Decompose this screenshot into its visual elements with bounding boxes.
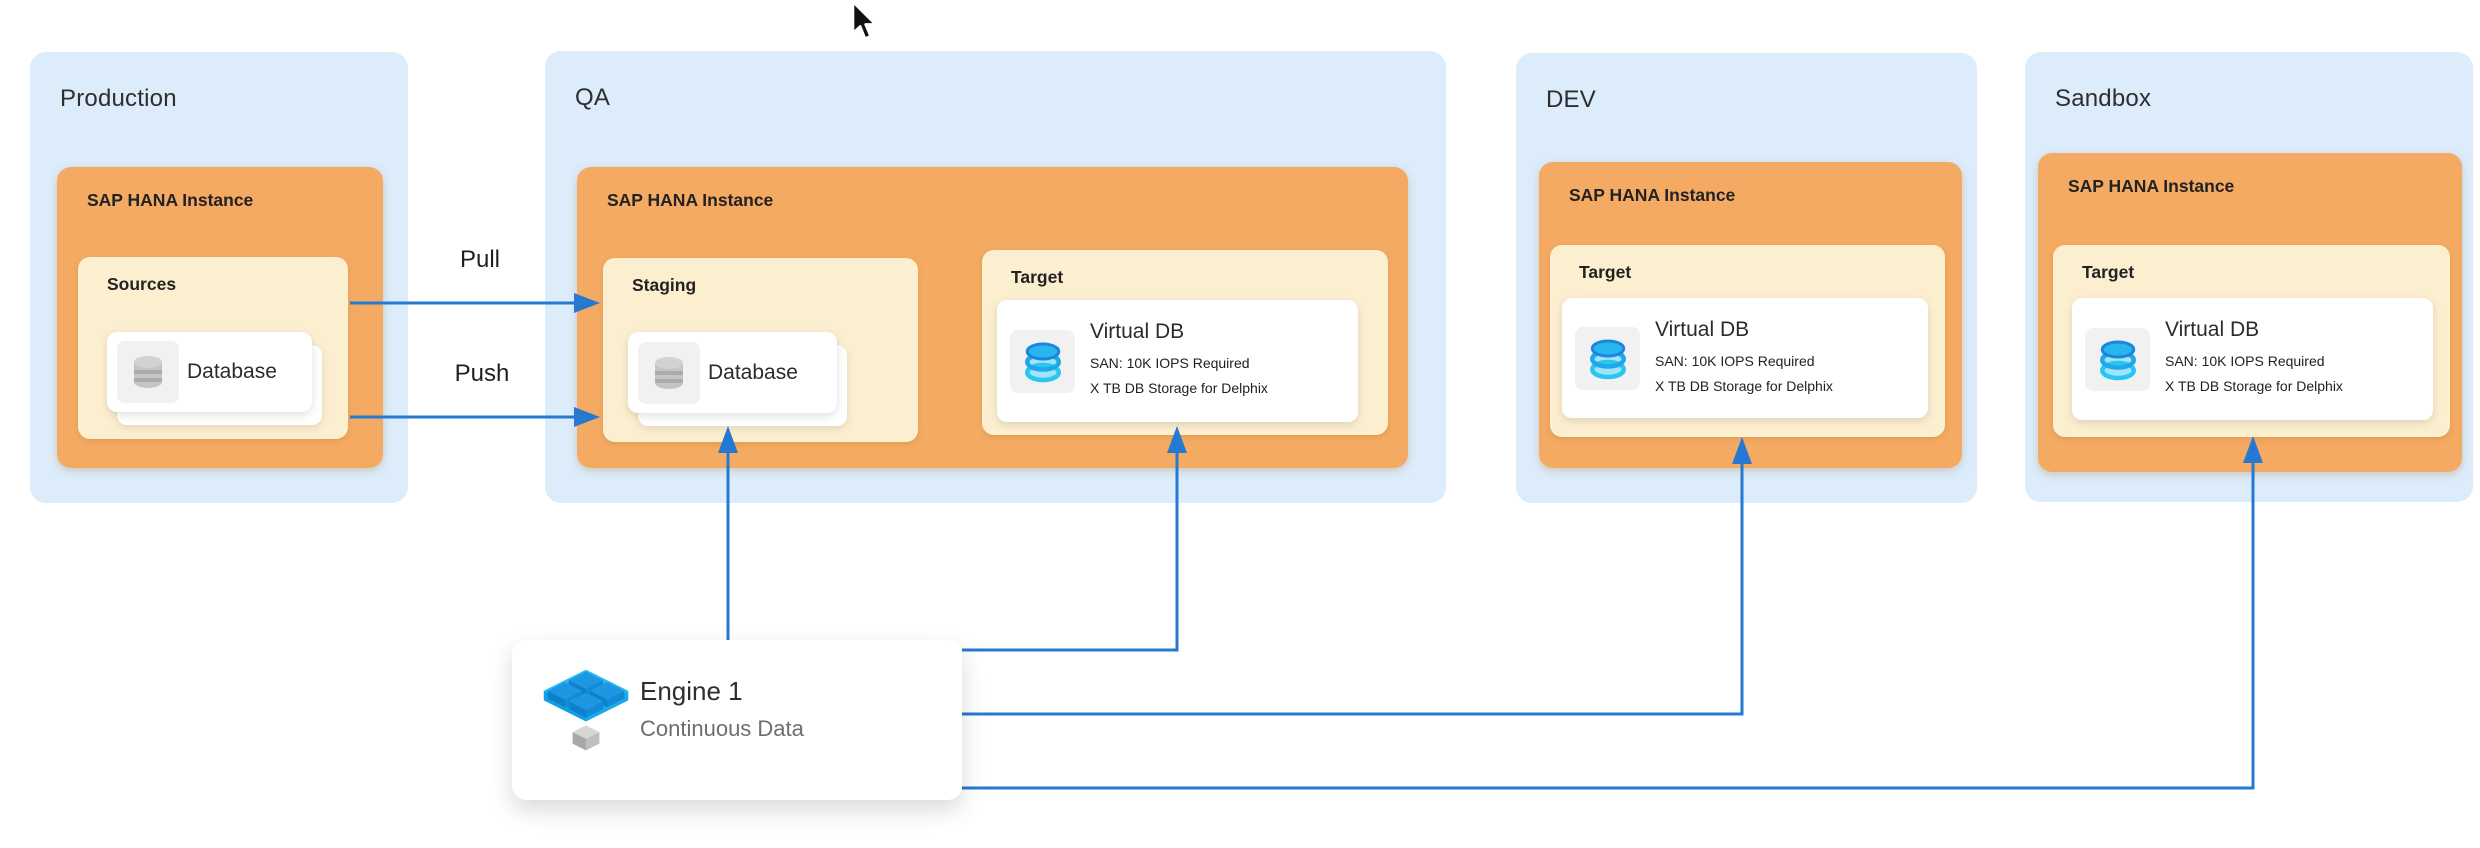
- virtual-db-icon-plate: [1575, 327, 1640, 390]
- virtual-db-detail-storage: X TB DB Storage for Delphix: [1655, 378, 1833, 394]
- delphix-engine-icon: [543, 669, 629, 751]
- database-icon: [134, 356, 162, 388]
- virtual-db-card: Virtual DB SAN: 10K IOPS Required X TB D…: [1562, 298, 1928, 418]
- virtual-db-card: Virtual DB SAN: 10K IOPS Required X TB D…: [997, 300, 1358, 422]
- database-icon-plate: [638, 342, 700, 404]
- virtual-db-icon: [2099, 340, 2136, 380]
- virtual-db-icon-plate: [1010, 330, 1075, 393]
- sap-hana-instance-label: SAP HANA Instance: [607, 190, 774, 210]
- environment-panel-dev: DEV SAP HANA Instance Target Virtual DB: [1516, 53, 1977, 503]
- virtual-db-icon: [1024, 342, 1061, 382]
- database-icon: [655, 357, 683, 389]
- engine-title: Engine 1: [640, 676, 743, 706]
- virtual-db-icon-plate: [2085, 328, 2150, 391]
- virtual-db-detail-san: SAN: 10K IOPS Required: [1090, 355, 1250, 371]
- engine-card: Engine 1 Continuous Data: [512, 640, 962, 800]
- database-icon-plate: [117, 341, 179, 403]
- environment-label: QA: [575, 84, 611, 111]
- zone-label: Target: [1579, 262, 1632, 282]
- virtual-db-card: Virtual DB SAN: 10K IOPS Required X TB D…: [2072, 298, 2433, 420]
- database-card-title: Database: [708, 360, 798, 384]
- environment-label: Sandbox: [2055, 85, 2152, 112]
- virtual-db-icon: [1589, 339, 1626, 379]
- engine-subtitle: Continuous Data: [640, 716, 804, 741]
- sap-hana-instance-box: SAP HANA Instance Staging Database: [577, 167, 1408, 468]
- virtual-db-detail-san: SAN: 10K IOPS Required: [2165, 353, 2325, 369]
- sap-hana-instance-label: SAP HANA Instance: [1569, 185, 1736, 205]
- sap-hana-instance-label: SAP HANA Instance: [87, 190, 254, 210]
- sap-hana-instance-label: SAP HANA Instance: [2068, 176, 2235, 196]
- environment-panel-qa: QA SAP HANA Instance Staging Da: [545, 51, 1446, 503]
- database-card-title: Database: [187, 360, 277, 383]
- virtual-db-detail-storage: X TB DB Storage for Delphix: [1090, 380, 1268, 396]
- virtual-db-title: Virtual DB: [1655, 318, 1750, 341]
- push-label: Push: [454, 360, 510, 387]
- zone-target: Target Virtual DB SAN: 10K IOPS Required…: [982, 250, 1388, 435]
- zone-target: Target Virtual DB SAN: 10K IOPS Required…: [1550, 245, 1945, 437]
- pull-label: Pull: [459, 246, 501, 273]
- zone-label: Target: [1011, 267, 1064, 287]
- zone-label: Sources: [107, 274, 177, 294]
- database-card: Database: [628, 332, 837, 413]
- environment-panel-sandbox: Sandbox SAP HANA Instance Target Virtual…: [2025, 52, 2473, 502]
- environment-label: Production: [60, 85, 177, 112]
- zone-staging: Staging Database: [603, 258, 918, 442]
- zone-label: Staging: [632, 275, 697, 295]
- virtual-db-detail-san: SAN: 10K IOPS Required: [1655, 353, 1815, 369]
- virtual-db-title: Virtual DB: [2165, 318, 2260, 341]
- virtual-db-title: Virtual DB: [1090, 320, 1185, 343]
- mouse-cursor-icon: [851, 0, 877, 40]
- zone-target: Target Virtual DB SAN: 10K IOPS Required…: [2053, 245, 2450, 437]
- database-card: Database: [107, 332, 312, 412]
- sap-hana-instance-box: SAP HANA Instance Target Virtual DB SAN:…: [1539, 162, 1962, 468]
- virtual-db-detail-storage: X TB DB Storage for Delphix: [2165, 378, 2343, 394]
- environment-label: DEV: [1546, 86, 1596, 113]
- zone-sources: Sources Database: [78, 257, 348, 439]
- engine-to-sandbox-target-line: [962, 462, 2255, 790]
- zone-label: Target: [2082, 262, 2135, 282]
- sap-hana-instance-box: SAP HANA Instance Target Virtual DB SAN:…: [2038, 153, 2462, 472]
- environment-panel-production: Production SAP HANA Instance Sources D: [30, 52, 408, 503]
- sap-hana-instance-box: SAP HANA Instance Sources Database: [57, 167, 383, 468]
